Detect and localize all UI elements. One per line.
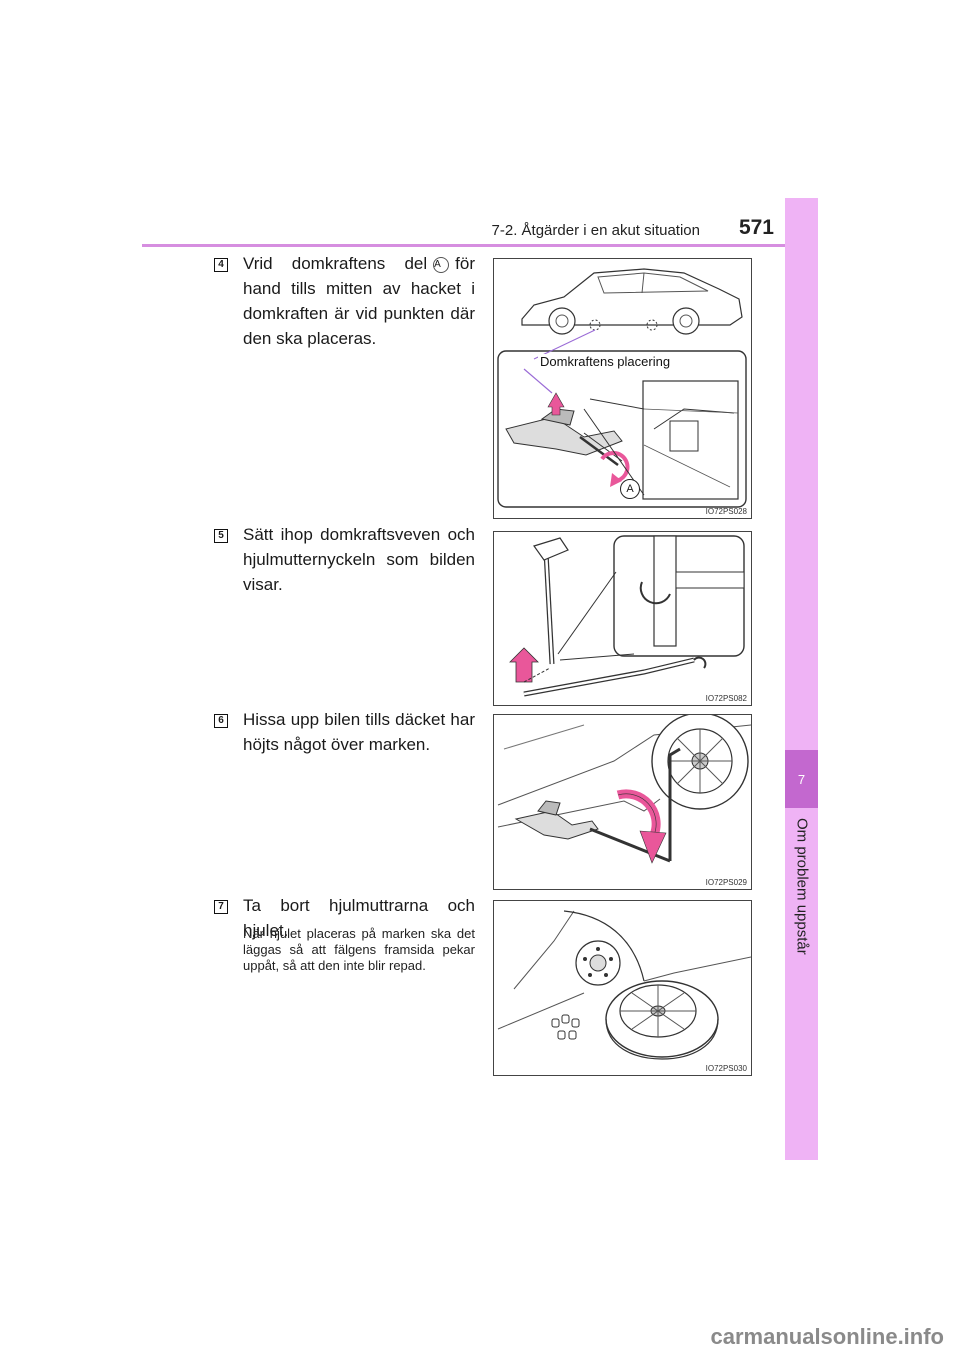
raise-vehicle-illustration <box>497 715 751 864</box>
step-5-text: Sätt ihop domkraftsveven och hjulmuttern… <box>243 525 475 594</box>
figure-remove-wheel: IO72PS030 <box>493 900 752 1076</box>
figure-code: IO72PS030 <box>705 1064 747 1073</box>
chapter-side-tab[interactable]: 7 Om problem uppstår <box>785 198 818 1160</box>
chapter-label: Om problem uppstår <box>793 818 811 955</box>
figure-assemble-handle: IO72PS082 <box>493 531 752 706</box>
chapter-number: 7 <box>785 750 818 808</box>
page-number: 571 <box>738 216 774 239</box>
step-number-6: 6 <box>214 714 228 728</box>
figure-jack-placement: Domkraftens placering A IO72PS028 <box>493 258 752 519</box>
remove-wheel-illustration <box>497 910 751 1060</box>
step-number-5: 5 <box>214 529 228 543</box>
part-a-label: A <box>620 479 640 499</box>
watermark-text: carmanualsonline.info <box>710 1324 945 1349</box>
section-title: 7-2. Åtgärder i en akut situation <box>491 222 700 239</box>
callout-a-icon: A <box>433 257 450 273</box>
jack-placement-label: Domkraftens placering <box>538 354 673 369</box>
step-6-text: Hissa upp bilen tills däcket har höjts n… <box>243 710 475 754</box>
step-4-text-after: för hand tills mitten av hacket i domkra… <box>243 254 475 348</box>
assemble-handle-illustration <box>509 535 745 697</box>
step-number-7: 7 <box>214 900 228 914</box>
figure-code: IO72PS029 <box>705 878 747 887</box>
figure-raise-vehicle: IO72PS029 <box>493 714 752 890</box>
page-header: 7-2. Åtgärder i en akut situation 571 <box>142 214 818 244</box>
step-7-note: När hjulet placeras på marken ska det lä… <box>243 926 475 973</box>
header-rule <box>142 244 818 247</box>
step-number-4: 4 <box>214 258 228 272</box>
step-7-text: Ta bort hjulmuttrarna och hjulet. <box>243 896 475 940</box>
step-4-text-before: Vrid domkraftens del <box>243 254 428 273</box>
figure-code: IO72PS082 <box>705 694 747 703</box>
jack-placement-illustration <box>497 268 747 508</box>
figure-code: IO72PS028 <box>705 507 747 516</box>
